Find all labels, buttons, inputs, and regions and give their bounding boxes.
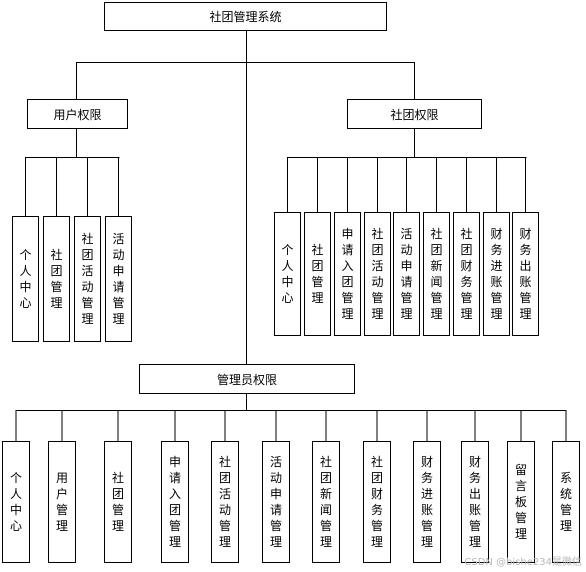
club-leaf-label: 社团财务管理 (460, 227, 473, 321)
admin-leaf-label: 社团活动管理 (218, 455, 231, 549)
admin-leaf-label: 财务进账管理 (420, 455, 433, 549)
club-leaf-7: 社团财务管理 (453, 212, 480, 336)
club-leaf-8: 财务进账管理 (483, 212, 510, 336)
club-leaf-4: 社团活动管理 (364, 212, 391, 336)
admin-leaf-11: 留言板管理 (507, 441, 535, 563)
admin-leaf-label: 申请入团管理 (168, 455, 181, 549)
club-permissions-node: 社团权限 (347, 99, 482, 129)
admin-leaf-label: 社团管理 (111, 471, 124, 533)
club-leaf-label: 个人中心 (281, 243, 294, 305)
admin-leaf-label: 个人中心 (9, 471, 22, 533)
club-leaf-2: 社团管理 (304, 212, 331, 336)
admin-leaf-2: 用户管理 (48, 441, 76, 563)
user-leaf-label: 社团管理 (50, 248, 63, 310)
admin-leaf-3: 社团管理 (104, 441, 132, 563)
user-leaf-1: 个人中心 (12, 216, 39, 342)
admin-leaf-9: 财务进账管理 (413, 441, 441, 563)
club-leaf-3: 申请入团管理 (334, 212, 361, 336)
user-leaf-4: 活动申请管理 (105, 216, 132, 342)
admin-leaf-label: 活动申请管理 (269, 455, 282, 549)
user-leaf-2: 社团管理 (43, 216, 70, 342)
watermark: CSDN @bishe234是微信 (464, 557, 582, 568)
user-leaf-label: 活动申请管理 (112, 232, 125, 326)
admin-leaf-label: 社团新闻管理 (319, 455, 332, 549)
admin-leaf-label: 系统管理 (559, 471, 572, 533)
club-leaf-label: 申请入团管理 (341, 227, 354, 321)
user-leaf-label: 社团活动管理 (81, 232, 94, 326)
club-leaf-label: 财务出账管理 (519, 227, 532, 321)
club-leaf-label: 社团新闻管理 (430, 227, 443, 321)
user-permissions-node: 用户权限 (27, 99, 128, 129)
admin-leaf-label: 留言板管理 (514, 463, 527, 541)
user-permissions-label: 用户权限 (53, 107, 102, 122)
admin-leaf-7: 社团新闻管理 (312, 441, 340, 563)
admin-leaf-5: 社团活动管理 (211, 441, 239, 563)
root-node: 社团管理系统 (104, 2, 387, 31)
club-leaf-label: 社团管理 (311, 243, 324, 305)
club-leaf-label: 财务进账管理 (490, 227, 503, 321)
club-leaf-1: 个人中心 (274, 212, 301, 336)
user-leaf-3: 社团活动管理 (74, 216, 101, 342)
user-leaf-label: 个人中心 (19, 248, 32, 310)
club-permissions-label: 社团权限 (390, 107, 439, 122)
admin-leaf-label: 社团财务管理 (370, 455, 383, 549)
club-leaf-label: 活动申请管理 (400, 227, 413, 321)
admin-permissions-label: 管理员权限 (216, 372, 277, 387)
club-leaf-6: 社团新闻管理 (423, 212, 450, 336)
club-leaf-9: 财务出账管理 (512, 212, 539, 336)
admin-leaf-4: 申请入团管理 (161, 441, 189, 563)
admin-permissions-node: 管理员权限 (139, 364, 355, 394)
club-leaf-label: 社团活动管理 (371, 227, 384, 321)
club-leaf-5: 活动申请管理 (393, 212, 420, 336)
admin-leaf-1: 个人中心 (2, 441, 30, 563)
admin-leaf-6: 活动申请管理 (262, 441, 290, 563)
admin-leaf-8: 社团财务管理 (363, 441, 391, 563)
admin-leaf-10: 财务出账管理 (461, 441, 489, 563)
admin-leaf-12: 系统管理 (552, 441, 580, 563)
admin-leaf-label: 财务出账管理 (468, 455, 481, 549)
root-label: 社团管理系统 (209, 10, 282, 24)
admin-leaf-label: 用户管理 (55, 471, 68, 533)
